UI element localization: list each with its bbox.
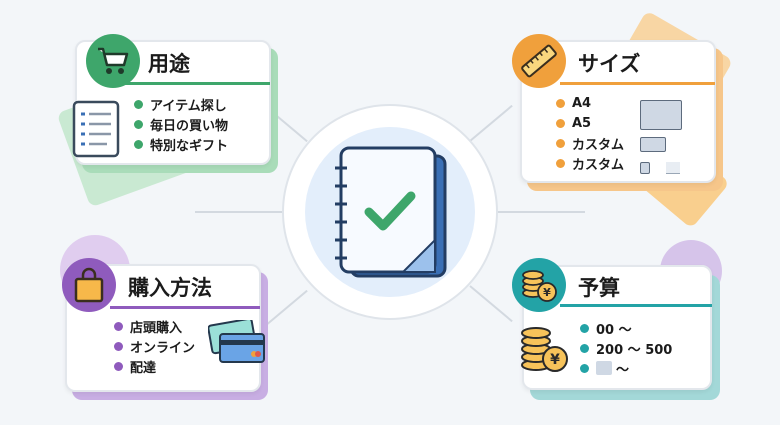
ruler-icon bbox=[512, 34, 566, 88]
list-item: ～ bbox=[580, 358, 672, 378]
list-item: アイテム探し bbox=[134, 94, 228, 114]
list-item: カスタム bbox=[556, 133, 624, 153]
list-item: A5 bbox=[556, 113, 624, 133]
a4-size-shape bbox=[640, 100, 682, 130]
checklist-icon bbox=[72, 100, 120, 158]
notebook-check-icon bbox=[335, 146, 447, 278]
budget-list: 00 ～ 200 ～ 500 ～ bbox=[580, 318, 672, 378]
svg-text:¥: ¥ bbox=[550, 352, 560, 368]
list-item: 特別なギフト bbox=[134, 134, 228, 154]
connector-right-top bbox=[469, 104, 513, 142]
budget-rule bbox=[560, 304, 712, 307]
list-item: 配達 bbox=[114, 356, 195, 376]
usage-rule bbox=[115, 82, 270, 85]
a5-size-shape bbox=[640, 137, 666, 152]
purchase-list: 店頭購入 オンライン 配達 bbox=[114, 316, 195, 376]
blank-amount-box bbox=[596, 361, 612, 375]
list-item: 200 ～ 500 bbox=[580, 338, 672, 358]
list-item: 店頭購入 bbox=[114, 316, 195, 336]
usage-list: アイテム探し 毎日の買い物 特別なギフト bbox=[134, 94, 228, 154]
size-title: サイズ bbox=[578, 52, 641, 76]
list-item: 毎日の買い物 bbox=[134, 114, 228, 134]
purchase-title: 購入方法 bbox=[128, 276, 212, 300]
list-item: カスタム bbox=[556, 153, 624, 173]
custom-size-blank-shape bbox=[666, 162, 680, 174]
budget-title: 予算 bbox=[578, 276, 620, 300]
credit-card-icon bbox=[208, 320, 265, 363]
yen-coins-icon: ¥ bbox=[512, 258, 566, 312]
shopping-bag-icon bbox=[62, 258, 116, 312]
list-item: オンライン bbox=[114, 336, 195, 356]
connector-left-bottom bbox=[264, 289, 308, 327]
purchase-rule bbox=[110, 306, 260, 309]
list-item: A4 bbox=[556, 93, 624, 113]
custom-size-shape bbox=[640, 162, 650, 174]
svg-text:¥: ¥ bbox=[543, 286, 551, 299]
yen-coins-icon: ¥ bbox=[521, 327, 568, 372]
connector-right-bottom bbox=[469, 285, 513, 323]
usage-title: 用途 bbox=[148, 52, 190, 76]
list-item: 00 ～ bbox=[580, 318, 672, 338]
size-list: A4 A5 カスタム カスタム bbox=[556, 93, 624, 173]
size-rule bbox=[560, 82, 715, 85]
shopping-cart-icon bbox=[86, 34, 140, 88]
